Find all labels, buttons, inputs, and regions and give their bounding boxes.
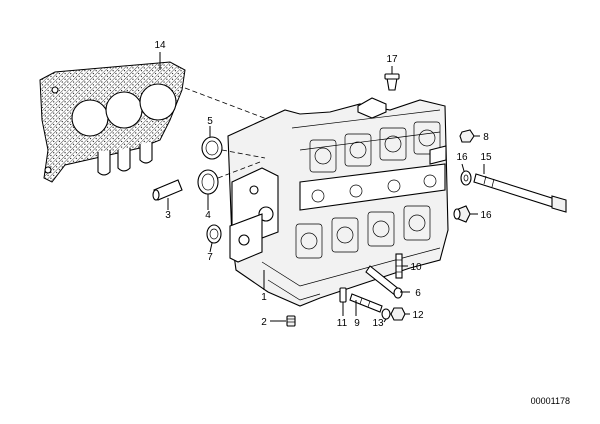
- hex-nut[interactable]: [390, 307, 406, 321]
- gasket-alignment-line: [184, 87, 281, 125]
- callout-6: 6: [415, 288, 421, 299]
- cylinder-head[interactable]: [227, 97, 449, 307]
- oil-seal-alignment-line: [221, 149, 266, 159]
- callout-10: 10: [410, 262, 422, 273]
- threaded-plug[interactable]: [286, 315, 296, 327]
- callout-9: 9: [354, 318, 360, 329]
- camshaft-seal[interactable]: [206, 224, 222, 244]
- callout-16-upper: 16: [456, 152, 468, 163]
- end-cap[interactable]: [453, 205, 471, 223]
- callout-3: 3: [165, 210, 171, 221]
- callout-4: 4: [205, 210, 211, 221]
- head-gasket[interactable]: [39, 61, 186, 183]
- bolt-washer[interactable]: [460, 170, 472, 186]
- leader-13: [383, 318, 387, 323]
- callout-5: 5: [207, 116, 213, 127]
- sleeve-bushing[interactable]: [339, 287, 347, 303]
- leader-16-upper: [461, 163, 465, 172]
- document-number: 00001178: [531, 396, 570, 406]
- callout-12: 12: [412, 310, 424, 321]
- callout-13: 13: [372, 318, 384, 329]
- callout-16-lower: 16: [480, 210, 492, 221]
- callout-7: 7: [207, 252, 213, 263]
- shaft-seal-ring[interactable]: [197, 169, 219, 195]
- callout-17: 17: [386, 54, 398, 65]
- callout-8-upper: 8: [483, 132, 489, 143]
- leader-7: [209, 242, 213, 253]
- threaded-stud[interactable]: [349, 293, 383, 313]
- stud-bolt[interactable]: [395, 253, 403, 279]
- callout-11: 11: [337, 318, 348, 329]
- callout-15: 15: [480, 152, 492, 163]
- top-plug[interactable]: [384, 73, 400, 91]
- cylinder-head-bolt[interactable]: [473, 173, 567, 213]
- callout-2: 2: [261, 317, 267, 328]
- cap-nut-upper[interactable]: [459, 129, 475, 143]
- callout-1: 1: [261, 292, 267, 303]
- dowel-sleeve[interactable]: [152, 179, 183, 201]
- guide-sleeve[interactable]: [365, 265, 403, 299]
- oil-seal[interactable]: [201, 136, 223, 160]
- callout-14: 14: [154, 40, 166, 51]
